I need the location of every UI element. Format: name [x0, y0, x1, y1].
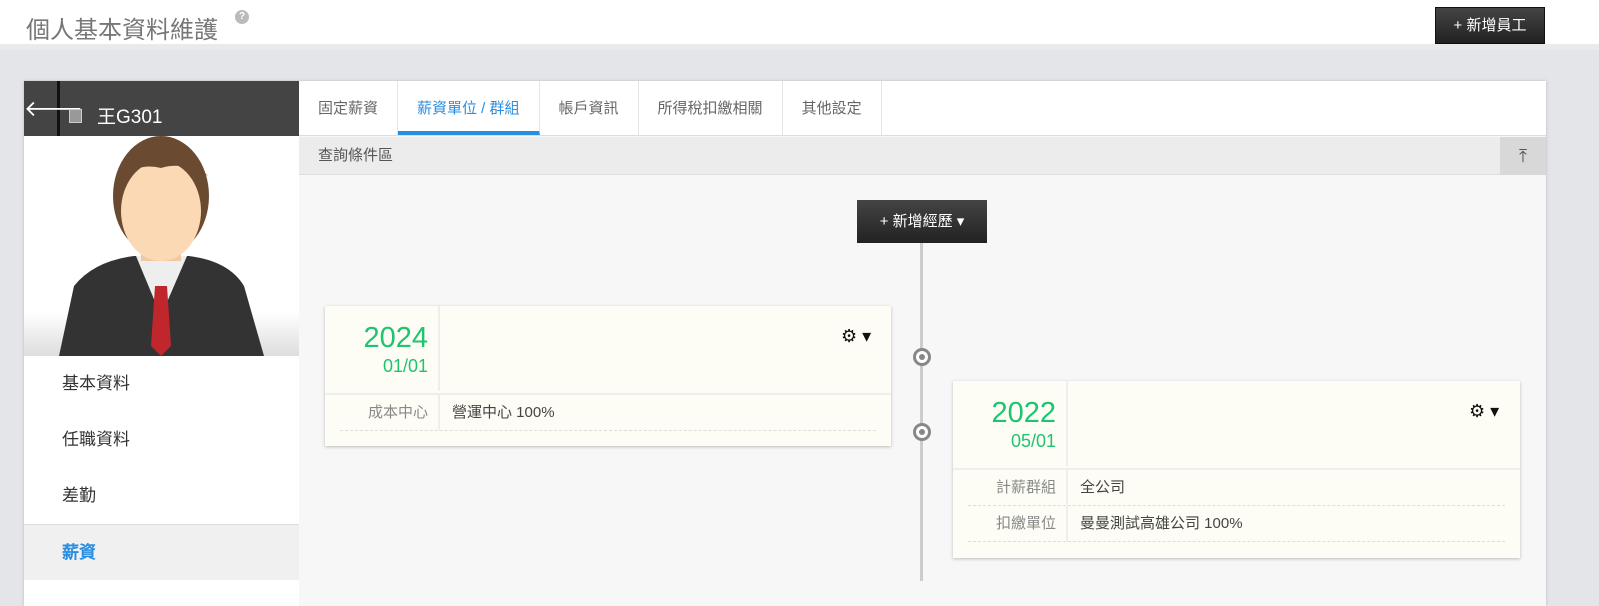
gear-icon[interactable]: ⚙ ▾ [841, 326, 872, 346]
sidebar-item-employment[interactable]: 任職資料 [62, 430, 130, 449]
add-history-button[interactable]: + 新增經歷 ▾ [857, 200, 987, 243]
tab-income-tax[interactable]: 所得稅扣繳相關 [639, 81, 783, 135]
timeline-entry: 2022 05/01 ⚙ ▾ 計薪群組全公司 扣繳單位曼曼測試高雄公司 100% [953, 381, 1520, 558]
expand-toggle-icon[interactable]: ⤒ [1500, 137, 1546, 175]
timeline-line [920, 241, 923, 581]
employee-header: 🡐 王G301 [24, 81, 299, 136]
sidebar: 🡐 王G301 基本資料 任職資料 差勤 薪資 [24, 81, 299, 606]
entry-day: 05/01 [1010, 431, 1056, 451]
entry-year: 2024 [363, 322, 428, 354]
sidebar-item-attendance[interactable]: 差勤 [62, 486, 96, 505]
timeline-entry: 2024 01/01 ⚙ ▾ 成本中心營運中心 100% [325, 306, 891, 446]
sidebar-menu: 基本資料 任職資料 差勤 薪資 [24, 356, 299, 580]
entry-year: 2022 [991, 397, 1056, 429]
employee-name: 王G301 [97, 107, 163, 128]
tab-other-settings[interactable]: 其他設定 [783, 81, 882, 135]
entry-row: 扣繳單位曼曼測試高雄公司 100% [968, 506, 1505, 542]
page-title: 個人基本資料維護 [26, 17, 218, 44]
tab-bar: 固定薪資 薪資單位 / 群組 帳戶資訊 所得稅扣繳相關 其他設定 [299, 81, 1546, 136]
entry-rows: 計薪群組全公司 扣繳單位曼曼測試高雄公司 100% [953, 468, 1520, 542]
row-value: 全公司 [1080, 479, 1126, 496]
help-icon[interactable]: ? [235, 10, 249, 24]
sidebar-item-basic[interactable]: 基本資料 [62, 374, 130, 393]
back-arrow-icon[interactable]: 🡐 [24, 81, 83, 136]
page-header: 個人基本資料維護 ? + 新增員工 [0, 0, 1599, 50]
entry-row: 計薪群組全公司 [968, 470, 1505, 506]
row-value: 營運中心 100% [452, 404, 555, 421]
row-label: 成本中心 [340, 395, 440, 430]
query-area[interactable]: 查詢條件區 ⤒ [299, 137, 1546, 175]
tab-salary-unit-group[interactable]: 薪資單位 / 群組 [398, 81, 540, 135]
add-employee-button[interactable]: + 新增員工 [1435, 7, 1545, 44]
sidebar-item-salary[interactable]: 薪資 [24, 524, 299, 580]
entry-row: 成本中心營運中心 100% [340, 395, 876, 431]
entry-day: 01/01 [382, 356, 428, 376]
row-label: 扣繳單位 [968, 506, 1068, 541]
tab-fixed-salary[interactable]: 固定薪資 [299, 81, 399, 135]
timeline-node [913, 423, 931, 441]
entry-rows: 成本中心營運中心 100% [325, 393, 891, 431]
id-card-icon [69, 109, 82, 123]
gear-icon[interactable]: ⚙ ▾ [1469, 401, 1500, 421]
row-value: 曼曼測試高雄公司 100% [1080, 515, 1243, 532]
timeline-node [913, 348, 931, 366]
query-label: 查詢條件區 [318, 147, 394, 164]
entry-date: 2022 05/01 [953, 381, 1068, 466]
employee-panel: 🡐 王G301 基本資料 任職資料 差勤 薪資 固定薪資 薪資單位 / 群組 帳… [24, 81, 1546, 606]
avatar [24, 136, 299, 356]
row-label: 計薪群組 [968, 470, 1068, 505]
tab-account-info[interactable]: 帳戶資訊 [540, 81, 639, 135]
entry-date: 2024 01/01 [325, 306, 440, 391]
